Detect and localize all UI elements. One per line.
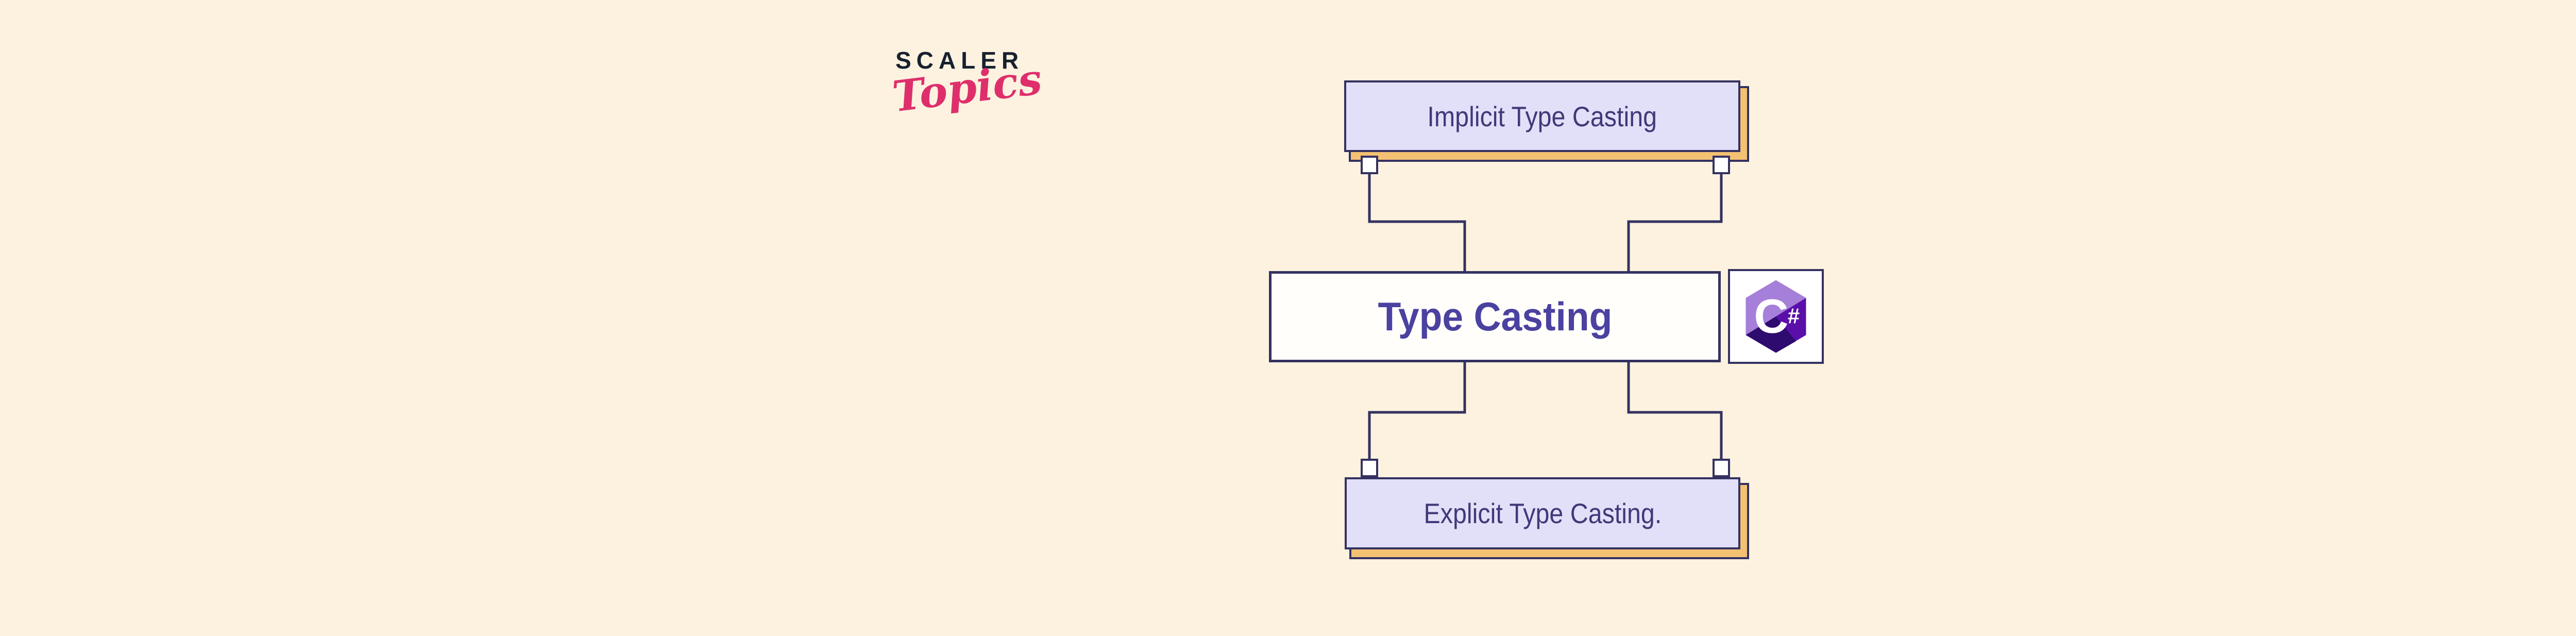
scaler-topics-logo: SCALER Topics	[890, 47, 1050, 122]
node-implicit-type-casting: Implicit Type Casting	[1344, 80, 1740, 152]
port-top-right	[1713, 156, 1730, 174]
port-bottom-right	[1713, 459, 1730, 477]
port-top-left	[1361, 156, 1378, 174]
csharp-icon: C #	[1745, 280, 1806, 353]
node-type-casting: Type Casting	[1269, 271, 1721, 362]
csharp-logo-box: C #	[1728, 269, 1824, 364]
node-implicit-label: Implicit Type Casting	[1427, 100, 1657, 132]
scaler-wordmark: SCALER	[895, 47, 1024, 74]
csharp-letter-c: C	[1754, 290, 1788, 343]
csharp-hex-dark-face	[1745, 316, 1796, 353]
node-type-casting-label: Type Casting	[1378, 294, 1612, 339]
csharp-hash-glyph: #	[1788, 304, 1800, 328]
connector-top-right	[1627, 173, 1723, 272]
connector-top-left	[1368, 173, 1466, 272]
node-explicit-type-casting: Explicit Type Casting.	[1345, 477, 1740, 549]
connector-bottom-left	[1368, 361, 1466, 461]
node-explicit-label: Explicit Type Casting.	[1423, 497, 1662, 529]
connector-bottom-right	[1627, 361, 1723, 461]
port-bottom-left	[1361, 459, 1378, 477]
